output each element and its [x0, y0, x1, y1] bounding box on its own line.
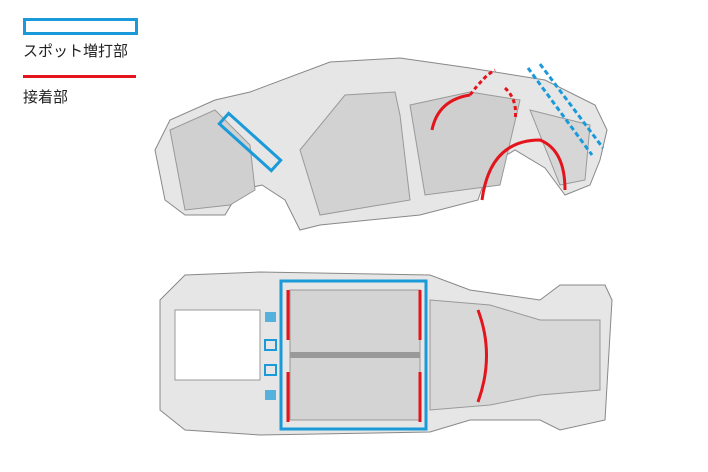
- adhesive-area-roof: [468, 68, 496, 96]
- adhesive-area-door-frame: [430, 93, 471, 131]
- spot-weld-legend-swatch: [23, 18, 138, 35]
- adhesive-legend-label: 接着部: [23, 88, 69, 106]
- car-underbody-view: [159, 271, 613, 436]
- adhesive-area-pillar: [503, 86, 517, 121]
- spot-weld-area-rear-1: [526, 67, 594, 156]
- spot-weld-area-apillar: [217, 111, 283, 173]
- car-side-view: [154, 57, 608, 231]
- adhesive-legend-swatch: [23, 75, 136, 78]
- spot-weld-legend-label: スポット増打部: [23, 42, 129, 60]
- spot-weld-area-floor: [279, 279, 428, 431]
- adhesive-area-rear-floor: [476, 309, 488, 403]
- spot-weld-area-rear-2: [538, 63, 605, 149]
- adhesive-area-wheel-arch: [480, 138, 567, 201]
